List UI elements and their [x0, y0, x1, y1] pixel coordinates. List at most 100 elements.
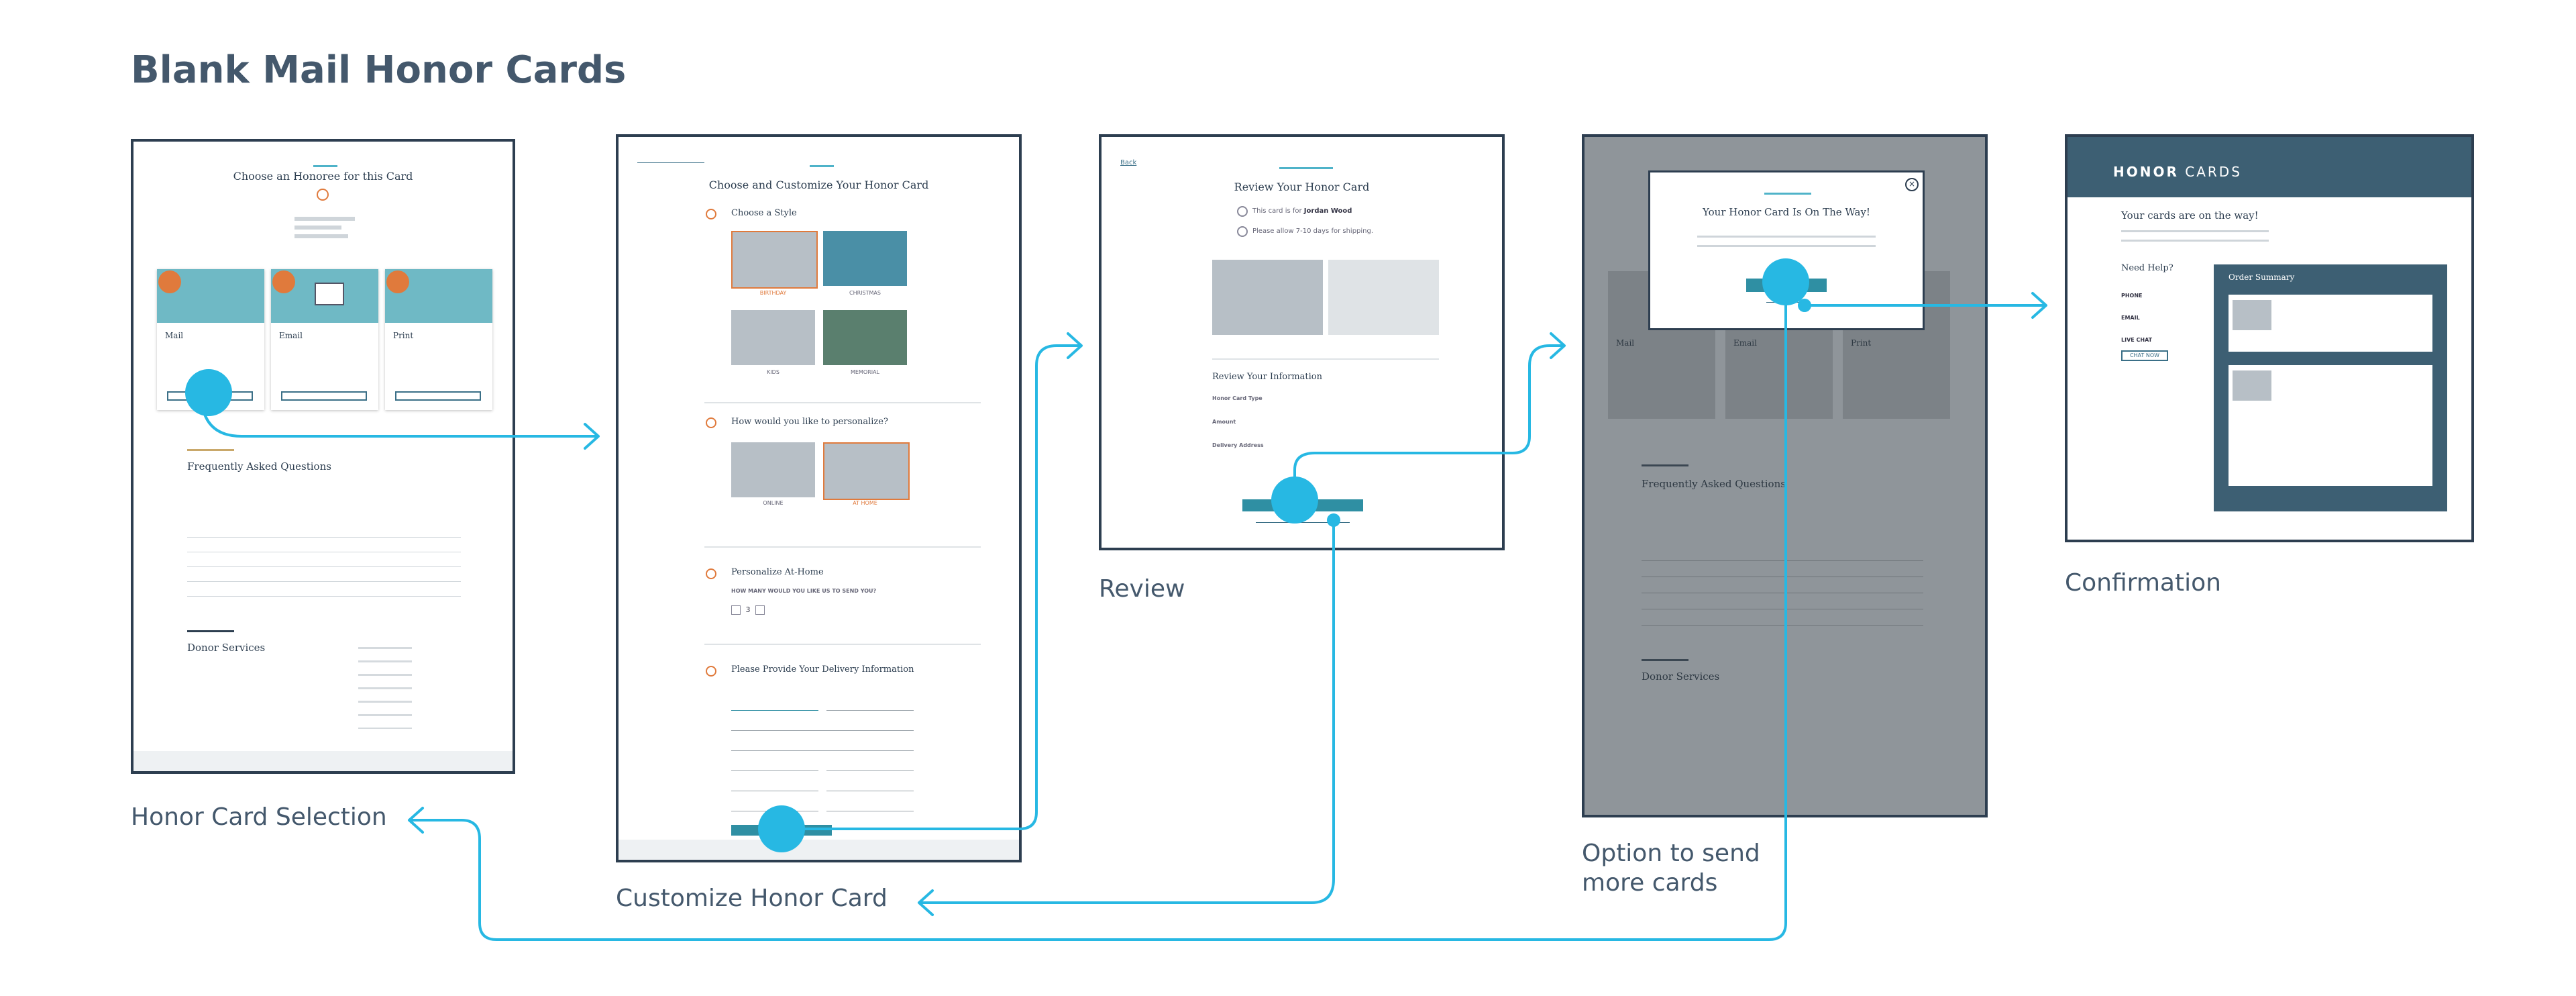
accent-rule: [810, 165, 834, 167]
donor-services-title: Donor Services: [1642, 670, 1720, 683]
arrowhead: [408, 807, 424, 834]
zip-field[interactable]: [731, 775, 818, 791]
accent-rule: [187, 449, 234, 451]
divider: [1212, 358, 1439, 360]
arrowhead: [1550, 332, 1566, 359]
modal-title: Your Honor Card Is On The Way!: [1703, 206, 1870, 218]
accent-rule: [1642, 659, 1688, 661]
brand-light: CARDS: [2178, 164, 2242, 180]
style-memorial[interactable]: [823, 310, 907, 365]
style-label: BIRTHDAY: [759, 290, 787, 296]
close-icon[interactable]: ×: [1905, 178, 1919, 191]
step-1-icon: [706, 209, 716, 219]
brand-bold: HONOR: [2113, 164, 2179, 180]
caption-option-send-more: Option to send more cards: [1582, 839, 1760, 898]
faq-item: [1642, 611, 1923, 626]
faq-item[interactable]: [187, 539, 461, 552]
card-preview-inside: [1328, 260, 1439, 335]
honoree-options[interactable]: [294, 212, 355, 243]
option-card-label: Mail: [1616, 338, 1635, 348]
email-label: EMAIL: [2121, 315, 2140, 321]
brand-header: HONOR CARDS: [2068, 137, 2471, 197]
select-button[interactable]: [395, 391, 481, 401]
personalize-online[interactable]: [731, 442, 815, 497]
order-item-image: [2233, 300, 2271, 330]
select-button[interactable]: [281, 391, 367, 401]
brand-logo: HONOR CARDS: [2113, 164, 2242, 180]
last-name-field[interactable]: [826, 694, 914, 711]
arrowhead: [2031, 292, 2047, 319]
faq-title: Frequently Asked Questions: [1642, 478, 1786, 490]
accent-rule: [1642, 464, 1688, 466]
email-icon: [272, 270, 295, 293]
modal-body: [1697, 233, 1876, 253]
caption-review: Review: [1099, 575, 1185, 603]
delivery-address-label: Delivery Address: [1212, 442, 1264, 448]
plus-icon[interactable]: [755, 605, 765, 615]
need-help-title: Need Help?: [2121, 263, 2174, 273]
divider: [704, 402, 981, 403]
order-summary-title: Order Summary: [2229, 272, 2295, 282]
option-card-label: Print: [1851, 338, 1872, 348]
step-3-title: Personalize At-Home: [731, 567, 824, 577]
tap-marker-continue[interactable]: [758, 805, 805, 852]
faq-item: [1642, 595, 1923, 609]
back-link[interactable]: Back: [1120, 159, 1137, 166]
country-select[interactable]: [826, 775, 914, 791]
minus-icon[interactable]: [731, 605, 741, 615]
faq-item: [1642, 507, 1923, 561]
honoree-prefix: This card is for: [1252, 207, 1304, 215]
caption-customize-honor-card: Customize Honor Card: [616, 885, 888, 912]
order-item: [2229, 365, 2432, 486]
mail-icon: [158, 270, 181, 293]
tap-marker-complete-order[interactable]: [1271, 477, 1318, 524]
address-line-2-field[interactable]: [731, 734, 914, 751]
tap-marker-send-more[interactable]: [1762, 258, 1809, 305]
review-info-heading: Review Your Information: [1212, 372, 1322, 382]
quantity-label: HOW MANY WOULD YOU LIKE US TO SEND YOU?: [731, 588, 877, 594]
divider: [704, 546, 981, 548]
city-field[interactable]: [731, 754, 818, 771]
option-card-print[interactable]: Print: [385, 269, 492, 410]
tap-marker-select-mail[interactable]: [185, 369, 232, 416]
faq-item[interactable]: [187, 491, 461, 538]
donor-contact-details: [358, 642, 412, 729]
style-label: CHRISTMAS: [849, 290, 881, 296]
faq-item[interactable]: [187, 568, 461, 582]
donor-services-title: Donor Services: [187, 642, 266, 654]
address-field[interactable]: [731, 714, 914, 731]
arrowhead: [918, 889, 934, 916]
step-1-title: Choose a Style: [731, 208, 797, 218]
arrowhead: [1067, 332, 1083, 359]
footer-band: [619, 840, 1019, 860]
style-birthday[interactable]: [731, 231, 818, 289]
accent-rule: [187, 630, 234, 632]
faq-item[interactable]: [187, 583, 461, 597]
back-link[interactable]: [637, 159, 704, 163]
order-item: [2229, 295, 2432, 352]
caption-line-1: Option to send: [1582, 840, 1760, 867]
screen-confirmation: HONOR CARDS Your cards are on the way! N…: [2065, 134, 2474, 542]
faq-item: [1642, 562, 1923, 577]
step-2-title: How would you like to personalize?: [731, 417, 888, 427]
amount-label: Amount: [1212, 419, 1236, 425]
style-christmas[interactable]: [823, 231, 907, 286]
style-kids[interactable]: [731, 310, 815, 365]
faq-item[interactable]: [187, 554, 461, 567]
order-item-image: [2233, 370, 2271, 401]
chat-now-button[interactable]: CHAT NOW: [2121, 350, 2168, 361]
card-type-label: Honor Card Type: [1212, 395, 1263, 401]
faq-item: [1642, 579, 1923, 593]
review-heading: Review Your Honor Card: [1234, 181, 1370, 193]
quantity-stepper[interactable]: 3: [731, 605, 771, 616]
first-name-field[interactable]: [731, 694, 818, 711]
state-select[interactable]: [826, 754, 914, 771]
phone-field[interactable]: [826, 795, 914, 811]
option-card-mail[interactable]: Mail: [157, 269, 264, 410]
caption-confirmation: Confirmation: [2065, 569, 2221, 597]
personalize-at-home[interactable]: [823, 442, 910, 500]
option-card-label: Email: [1733, 338, 1757, 348]
confirmation-body: [2121, 228, 2269, 245]
option-card-email[interactable]: Email: [271, 269, 378, 410]
live-chat-label: LIVE CHAT: [2121, 337, 2153, 343]
